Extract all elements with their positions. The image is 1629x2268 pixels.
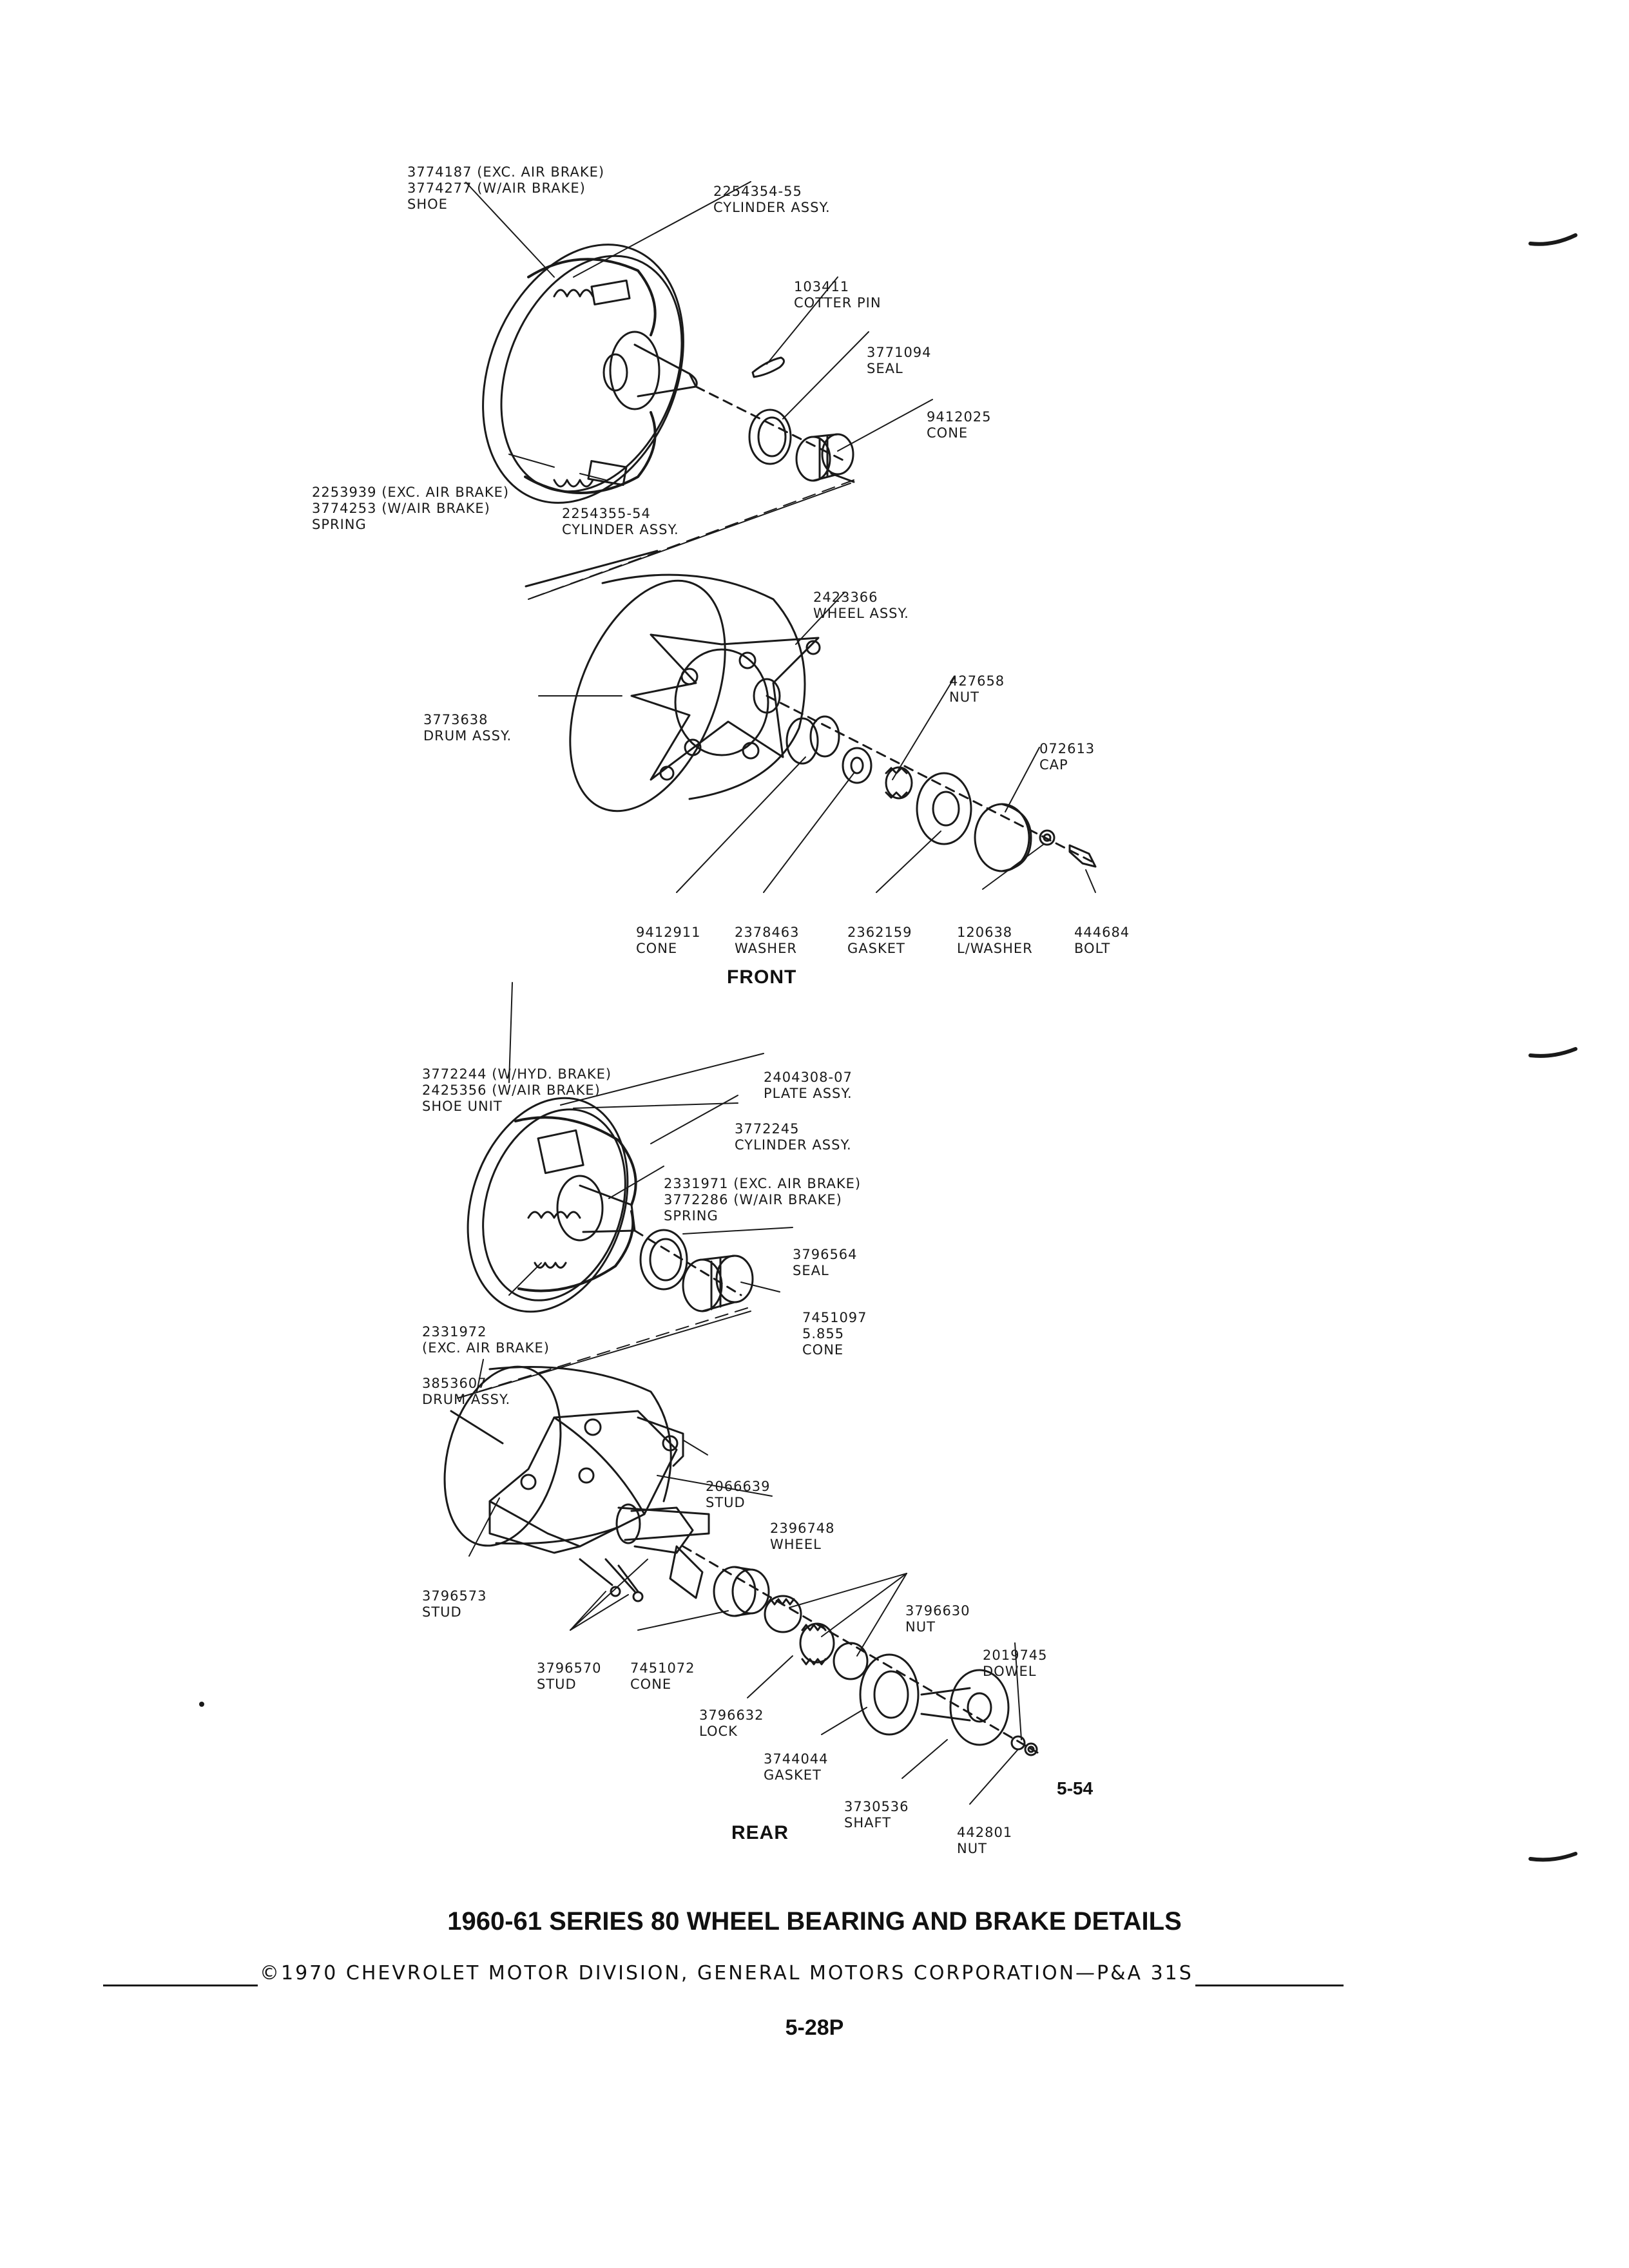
page-number: 5-28P bbox=[785, 2015, 844, 2040]
rear-label-spring-2: 2331972(EXC. AIR BRAKE) bbox=[422, 1324, 550, 1356]
rear-drum-part bbox=[443, 1365, 710, 1602]
rear-section-title: REAR bbox=[731, 1822, 789, 1843]
binder-mark bbox=[1528, 233, 1577, 246]
binder-mark bbox=[1528, 1047, 1577, 1058]
copyright-line: ©1970 CHEVROLET MOTOR DIVISION, GENERAL … bbox=[260, 1962, 1193, 1984]
rear-label-shoe-unit: 3772244 (W/HYD. BRAKE)2425356 (W/AIR BRA… bbox=[422, 1066, 612, 1114]
centerline bbox=[766, 695, 1097, 865]
centerline bbox=[457, 1307, 748, 1399]
front-drum-part bbox=[569, 573, 821, 812]
guide-line bbox=[457, 1311, 751, 1399]
front-seal-part bbox=[748, 408, 792, 465]
front-section-title: FRONT bbox=[727, 966, 797, 988]
front-leader-lines bbox=[465, 181, 1096, 893]
guide-line bbox=[525, 550, 659, 588]
rear-cone-upper-part bbox=[682, 1254, 754, 1312]
copyright-rule-right bbox=[1195, 1984, 1344, 1986]
page-title: 1960-61 SERIES 80 WHEEL BEARING AND BRAK… bbox=[447, 1907, 1182, 1936]
front-label-spring: 2253939 (EXC. AIR BRAKE)3774253 (W/AIR B… bbox=[312, 485, 510, 532]
figure-reference: 5-54 bbox=[1057, 1778, 1094, 1798]
centerline bbox=[695, 385, 845, 462]
rear-leader-lines bbox=[468, 982, 1022, 1805]
centerline bbox=[633, 1229, 742, 1296]
copyright-rule-left bbox=[103, 1984, 258, 1986]
front-cone-upper-part bbox=[795, 433, 854, 482]
cotter-pin-part bbox=[751, 356, 785, 378]
rear-label-spring: 2331971 (EXC. AIR BRAKE)3772286 (W/AIR B… bbox=[664, 1176, 862, 1224]
front-brake-backing-plate bbox=[482, 244, 698, 504]
guide-line bbox=[528, 483, 851, 600]
stray-dot bbox=[199, 1702, 204, 1707]
binder-mark bbox=[1528, 1852, 1577, 1862]
guide-line bbox=[830, 472, 855, 483]
front-label-shoe: 3774187 (EXC. AIR BRAKE)3774277 (W/AIR B… bbox=[407, 164, 605, 212]
